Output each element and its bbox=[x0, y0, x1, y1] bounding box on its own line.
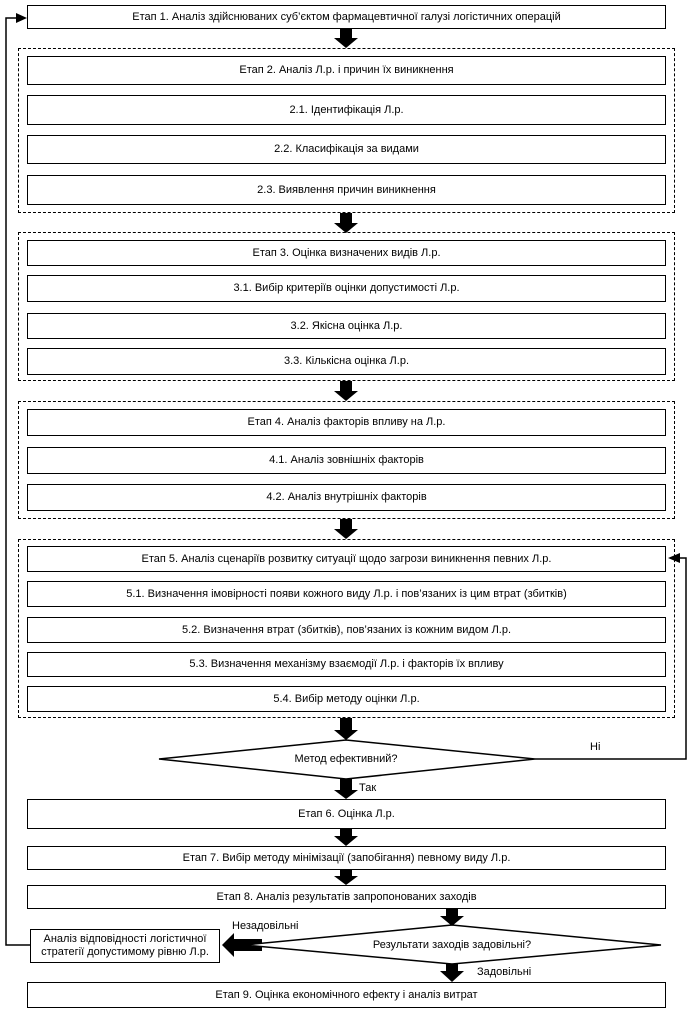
stage-1-box: Етап 1. Аналіз здійснюваних суб’єктом фа… bbox=[27, 5, 666, 29]
stage-2-box: Етап 2. Аналіз Л.р. і причин їх виникнен… bbox=[27, 56, 666, 85]
step-4-2-box: 4.2. Аналіз внутрішніх факторів bbox=[27, 484, 666, 511]
stage-7-label: Етап 7. Вибір методу мінімізації (запобі… bbox=[182, 851, 511, 864]
stage-4-label: Етап 4. Аналіз факторів впливу на Л.р. bbox=[247, 416, 446, 428]
arrow-stage1-to-stage2 bbox=[340, 29, 352, 40]
step-5-4-box: 5.4. Вибір методу оцінки Л.р. bbox=[27, 686, 666, 712]
step-3-2-label: 3.2. Якісна оцінка Л.р. bbox=[290, 319, 403, 332]
no-label: Ні bbox=[590, 741, 601, 753]
stage-4-box: Етап 4. Аналіз факторів впливу на Л.р. bbox=[27, 409, 666, 436]
arrow-stage7-to-stage8 bbox=[340, 870, 352, 878]
stage-9-box: Етап 9. Оцінка економічного ефекту і ана… bbox=[27, 982, 666, 1008]
stage-7-box: Етап 7. Вибір методу мінімізації (запобі… bbox=[27, 846, 666, 870]
decision-method-diamond bbox=[158, 739, 536, 780]
strategy-analysis-label: Аналіз відповідності логістичної стратег… bbox=[41, 933, 209, 958]
decision-results-label: Результати заходів задовільні? bbox=[372, 939, 532, 951]
stage-2-group bbox=[18, 48, 675, 213]
stage-3-box: Етап 3. Оцінка визначених видів Л.р. bbox=[27, 240, 666, 266]
step-2-2-label: 2.2. Класифікація за видами bbox=[274, 143, 419, 155]
step-5-2-box: 5.2. Визначення втрат (збитків), пов’яза… bbox=[27, 617, 666, 643]
stage-4-group bbox=[18, 401, 675, 519]
arrow-stage2-to-stage3 bbox=[340, 213, 352, 225]
arrow-decision2-to-stage9 bbox=[446, 963, 458, 973]
arrow-stage6-to-stage7 bbox=[340, 829, 352, 838]
step-5-3-label: 5.3. Визначення механізму взаємодії Л.р.… bbox=[189, 658, 504, 670]
arrow-decision-to-stage6 bbox=[340, 779, 352, 792]
loop-strategy-to-stage1 bbox=[5, 17, 30, 946]
stage-5-label: Етап 5. Аналіз сценаріїв розвитку ситуац… bbox=[141, 552, 552, 565]
step-5-4-label: 5.4. Вибір методу оцінки Л.р. bbox=[273, 692, 420, 705]
step-4-1-box: 4.1. Аналіз зовнішніх факторів bbox=[27, 447, 666, 474]
step-2-1-box: 2.1. Ідентифікація Л.р. bbox=[27, 95, 666, 125]
stage-9-label: Етап 9. Оцінка економічного ефекту і ана… bbox=[215, 988, 478, 1001]
stage-1-label: Етап 1. Аналіз здійснюваних суб’єктом фа… bbox=[132, 10, 561, 23]
stage-5-group bbox=[18, 539, 675, 718]
step-2-3-label: 2.3. Виявлення причин виникнення bbox=[257, 183, 436, 196]
stage-8-label: Етап 8. Аналіз результатів запропоновани… bbox=[216, 890, 477, 903]
step-5-3-box: 5.3. Визначення механізму взаємодії Л.р.… bbox=[27, 652, 666, 677]
step-3-3-box: 3.3. Кількісна оцінка Л.р. bbox=[27, 348, 666, 375]
strategy-analysis-box: Аналіз відповідності логістичної стратег… bbox=[30, 929, 220, 963]
stage-8-box: Етап 8. Аналіз результатів запропоновани… bbox=[27, 885, 666, 909]
step-2-1-label: 2.1. Ідентифікація Л.р. bbox=[289, 103, 404, 116]
stage-6-box: Етап 6. Оцінка Л.р. bbox=[27, 799, 666, 829]
step-2-3-box: 2.3. Виявлення причин виникнення bbox=[27, 175, 666, 205]
arrow-stage3-to-stage4 bbox=[340, 381, 352, 393]
step-3-1-label: 3.1. Вибір критеріїв оцінки допустимості… bbox=[233, 282, 460, 294]
arrow-stage8-to-decision2 bbox=[446, 909, 458, 918]
stage-3-label: Етап 3. Оцінка визначених видів Л.р. bbox=[252, 246, 441, 259]
satisfactory-label: Задовільні bbox=[477, 966, 532, 978]
yes-label: Так bbox=[359, 782, 377, 794]
step-2-2-box: 2.2. Класифікація за видами bbox=[27, 135, 666, 164]
stage-3-group bbox=[18, 232, 675, 381]
step-4-2-label: 4.2. Аналіз внутрішніх факторів bbox=[266, 491, 427, 503]
decision-method-label: Метод ефективний? bbox=[294, 753, 398, 765]
decision-results-diamond bbox=[243, 924, 662, 965]
stage-6-label: Етап 6. Оцінка Л.р. bbox=[298, 807, 395, 820]
step-3-1-box: 3.1. Вибір критеріїв оцінки допустимості… bbox=[27, 275, 666, 302]
loop-no-to-stage5 bbox=[535, 557, 687, 760]
step-3-3-label: 3.3. Кількісна оцінка Л.р. bbox=[283, 355, 410, 367]
step-5-2-label: 5.2. Визначення втрат (збитків), пов’яза… bbox=[181, 623, 512, 636]
arrow-stage4-to-stage5 bbox=[340, 519, 352, 531]
stage-2-label: Етап 2. Аналіз Л.р. і причин їх виникнен… bbox=[239, 64, 454, 76]
unsatisfactory-label: Незадовільні bbox=[232, 920, 299, 932]
step-3-2-box: 3.2. Якісна оцінка Л.р. bbox=[27, 313, 666, 339]
stage-5-box: Етап 5. Аналіз сценаріїв розвитку ситуац… bbox=[27, 546, 666, 572]
step-5-1-box: 5.1. Визначення імовірності появи кожног… bbox=[27, 581, 666, 607]
arrow-stage5-to-decision bbox=[340, 718, 352, 732]
step-4-1-label: 4.1. Аналіз зовнішніх факторів bbox=[269, 454, 424, 466]
loop-strategy-arrowhead bbox=[16, 13, 27, 23]
step-5-1-label: 5.1. Визначення імовірності появи кожног… bbox=[126, 587, 567, 600]
